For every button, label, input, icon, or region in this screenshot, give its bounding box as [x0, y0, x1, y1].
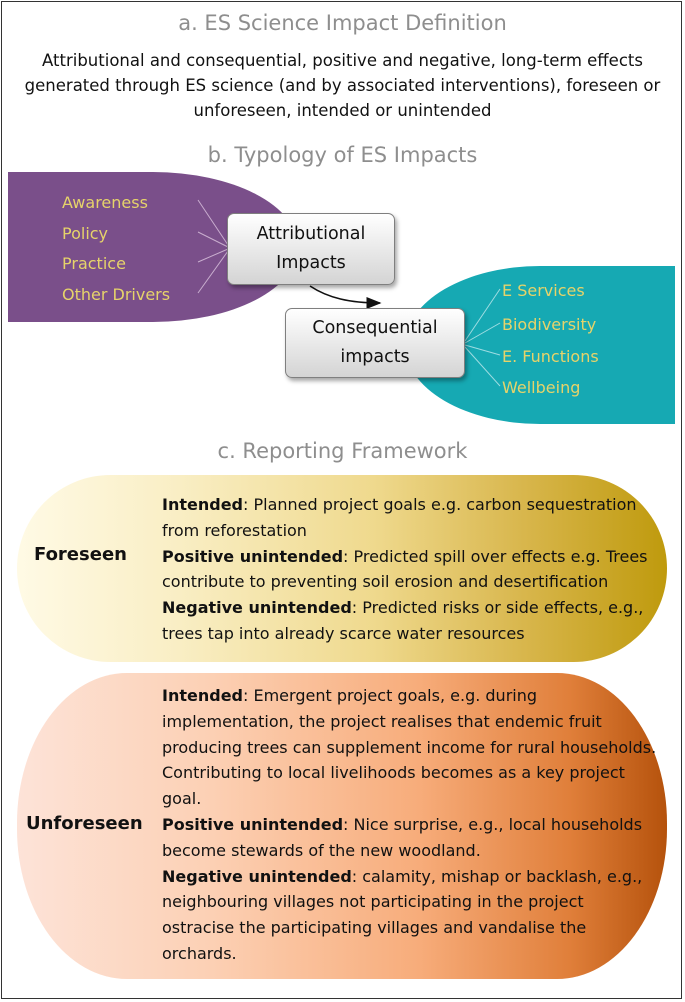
attributional-line-1: Attributional: [256, 224, 366, 244]
unforeseen-intended-term: Intended: [162, 686, 243, 705]
foreseen-negative-term: Negative unintended: [162, 598, 352, 618]
driver-policy: Policy: [62, 224, 109, 243]
consequential-line-2: impacts: [340, 347, 410, 367]
definition-text: Attributional and consequential, positiv…: [24, 51, 661, 120]
unforeseen-negative-text: : calamity, mishap or backlash, e.g., ne…: [162, 866, 643, 963]
foreseen-negative-text: : Predicted risks or side effects, e.g.,…: [162, 598, 644, 643]
attributional-impacts-box: Attributional Impacts: [227, 213, 395, 285]
unforeseen-positive-term: Positive unintended: [162, 814, 344, 834]
driver-practice: Practice: [62, 254, 126, 273]
unforeseen-intended-text: : Emergent project goals, e.g. during im…: [162, 686, 657, 809]
consequence-e-functions: E. Functions: [502, 347, 599, 366]
consequence-biodiversity: Biodiversity: [502, 315, 597, 334]
attributional-line-2: Impacts: [276, 253, 346, 273]
framework-heading: c. Reporting Framework: [217, 439, 468, 463]
foreseen-label: Foreseen: [34, 544, 127, 565]
unforeseen-panel: Unforeseen Intended: Emergent project go…: [17, 673, 667, 979]
consequential-impacts-box: Consequential impacts: [285, 308, 465, 378]
unforeseen-body: Intended: Emergent project goals, e.g. d…: [162, 683, 657, 967]
foreseen-positive-text: : Predicted spill over effects e.g. Tree…: [162, 546, 648, 592]
consequential-line-1: Consequential: [312, 318, 438, 338]
unforeseen-label: Unforeseen: [26, 813, 143, 834]
foreseen-panel: Foreseen Intended: Planned project goals…: [17, 475, 667, 662]
foreseen-body: Intended: Planned project goals e.g. car…: [162, 492, 657, 647]
consequence-e-services: E Services: [502, 281, 585, 300]
driver-other: Other Drivers: [62, 285, 171, 304]
definition-heading: a. ES Science Impact Definition: [178, 11, 507, 35]
consequence-wellbeing: Wellbeing: [502, 378, 581, 397]
foreseen-intended-text: : Planned project goals e.g. carbon sequ…: [162, 495, 637, 540]
typology-heading: b. Typology of ES Impacts: [207, 143, 478, 167]
unforeseen-positive-text: : Nice surprise, e.g., local households …: [162, 814, 643, 860]
foreseen-positive-term: Positive unintended: [162, 546, 344, 566]
driver-awareness: Awareness: [62, 193, 148, 212]
foreseen-intended-term: Intended: [162, 495, 243, 514]
unforeseen-negative-term: Negative unintended: [162, 866, 352, 886]
